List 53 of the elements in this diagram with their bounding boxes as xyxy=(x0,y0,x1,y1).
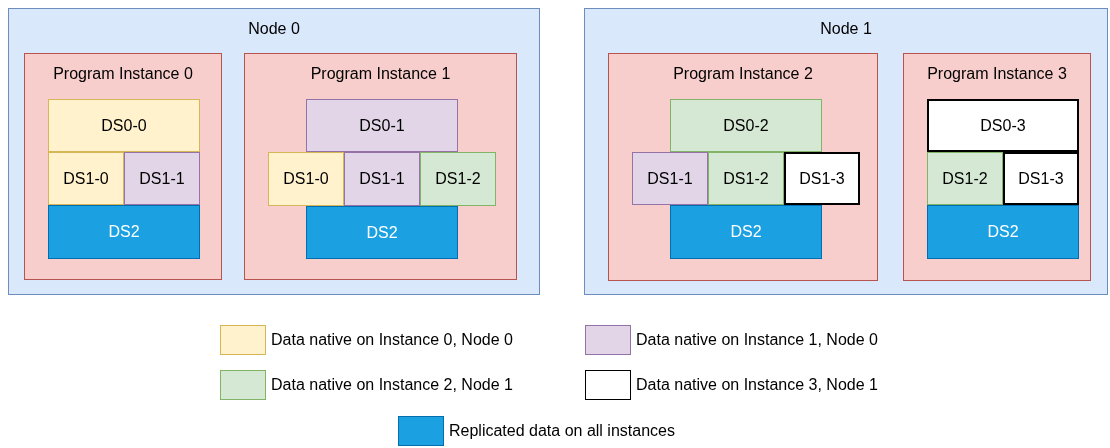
data-block xyxy=(420,152,496,206)
block-label: DS1-1 xyxy=(647,168,693,189)
block-label: DS1-0 xyxy=(283,169,329,189)
box-title: Node 1 xyxy=(819,19,873,39)
data-block xyxy=(670,99,822,152)
block-label: DS0-2 xyxy=(723,115,769,136)
data-block xyxy=(784,152,860,205)
instance-box xyxy=(903,53,1091,281)
box-title: Program Instance 1 xyxy=(309,64,452,84)
replicated-data-block xyxy=(670,205,822,259)
data-block xyxy=(268,152,344,206)
data-block xyxy=(632,152,708,205)
block-label: DS1-1 xyxy=(359,169,405,189)
data-block xyxy=(344,152,420,206)
legend-label: Data native on Instance 0, Node 0 xyxy=(271,330,513,350)
box-title: Program Instance 0 xyxy=(52,64,194,84)
instance-box xyxy=(608,53,878,281)
block-label: DS2 xyxy=(730,222,762,242)
block-label: DS1-2 xyxy=(723,168,769,189)
legend-label: Data native on Instance 2, Node 1 xyxy=(271,375,513,395)
instance-box xyxy=(244,53,517,280)
data-block xyxy=(708,152,784,205)
block-label: DS0-3 xyxy=(980,115,1026,136)
data-block xyxy=(1003,152,1079,205)
node-box xyxy=(8,8,540,295)
replicated-data-block xyxy=(927,205,1079,259)
block-label: DS1-1 xyxy=(139,168,185,189)
data-block xyxy=(927,152,1003,205)
box-title: Program Instance 2 xyxy=(672,64,814,84)
instance-box xyxy=(24,53,222,280)
replicated-data-block xyxy=(306,206,458,259)
legend-label: Data native on Instance 3, Node 1 xyxy=(636,375,878,395)
box-title: Node 0 xyxy=(247,19,301,39)
data-block xyxy=(306,99,458,152)
data-block xyxy=(48,99,200,152)
block-label: DS0-0 xyxy=(101,115,147,136)
box-title: Program Instance 3 xyxy=(926,64,1068,84)
legend-label: Data native on Instance 1, Node 0 xyxy=(636,330,878,350)
block-label: DS1-2 xyxy=(942,168,988,189)
block-label: DS2 xyxy=(108,222,140,242)
block-label: DS2 xyxy=(987,222,1019,242)
replicated-data-block xyxy=(48,205,200,259)
legend-label: Replicated data on all instances xyxy=(449,421,675,441)
data-block xyxy=(48,152,124,205)
block-label: DS1-3 xyxy=(799,168,845,189)
block-label: DS0-1 xyxy=(359,115,405,136)
node-box xyxy=(584,8,1108,295)
block-label: DS1-3 xyxy=(1018,168,1064,189)
block-label: DS1-0 xyxy=(63,168,109,189)
data-block xyxy=(927,99,1079,152)
data-block xyxy=(124,152,200,205)
block-label: DS2 xyxy=(366,222,398,243)
block-label: DS1-2 xyxy=(435,169,481,189)
